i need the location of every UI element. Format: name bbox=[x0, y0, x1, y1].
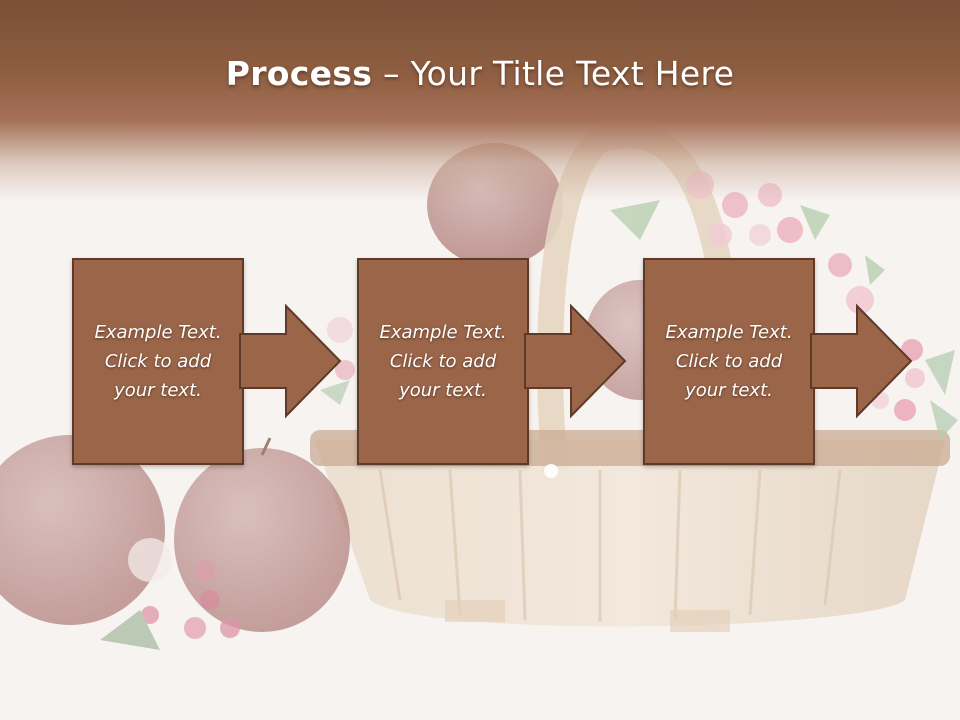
slide-title[interactable]: Process – Your Title Text Here bbox=[0, 54, 960, 93]
step-2-text[interactable]: Example Text. Click to add your text. bbox=[379, 322, 507, 401]
title-bar bbox=[0, 0, 960, 200]
title-rest-text: Your Title Text Here bbox=[410, 54, 735, 93]
step-1-text[interactable]: Example Text. Click to add your text. bbox=[94, 322, 222, 401]
step-3-arrow-icon bbox=[810, 303, 913, 419]
step-2-arrow-icon bbox=[524, 303, 627, 419]
title-bold-text: Process bbox=[225, 54, 373, 93]
step-1-arrow-icon bbox=[239, 303, 342, 419]
step-3-box[interactable]: Example Text. Click to add your text. bbox=[643, 258, 815, 465]
step-3-text[interactable]: Example Text. Click to add your text. bbox=[665, 322, 793, 401]
step-2-box[interactable]: Example Text. Click to add your text. bbox=[357, 258, 529, 465]
step-1-box[interactable]: Example Text. Click to add your text. bbox=[72, 258, 244, 465]
title-separator: – bbox=[372, 54, 411, 93]
